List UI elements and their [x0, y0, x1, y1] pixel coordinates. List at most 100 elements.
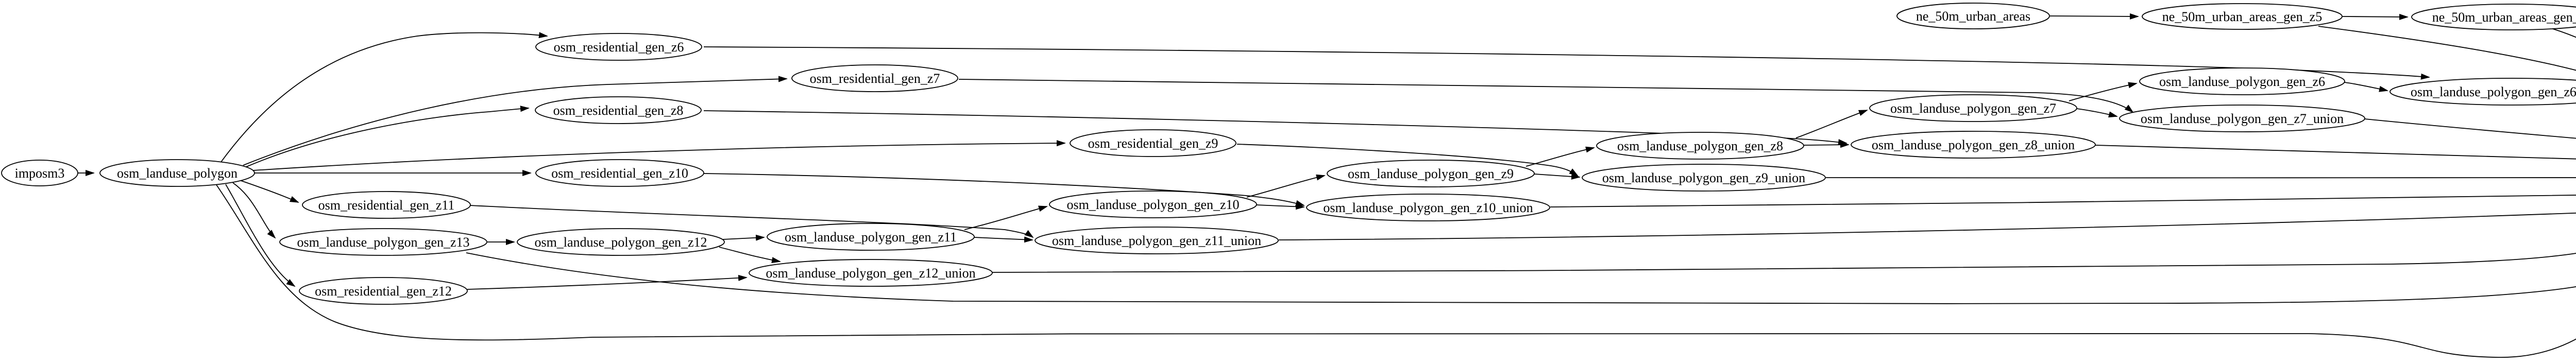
node-osm-landuse-polygon-gen-z7: osm_landuse_polygon_gen_z7	[1869, 94, 2077, 122]
node-label-osm-landuse-polygon-gen-z13: osm_landuse_polygon_gen_z13	[297, 235, 469, 250]
node-osm-landuse-polygon-gen-z10: osm_landuse_polygon_gen_z10	[1049, 190, 1257, 218]
node-ellipse-osm-residential-gen-z6	[535, 33, 702, 61]
edge-osm-residential-gen-z6-to-osm-landuse-polygon-gen-z6-union	[703, 46, 2430, 80]
edge-osm-landuse-polygon-gen-z9-to-osm-landuse-polygon-gen-z9-union	[1534, 173, 1581, 180]
node-label-imposm3: imposm3	[15, 166, 65, 181]
edge-osm-landuse-polygon-to-osm-residential-gen-z9	[253, 140, 1066, 171]
edge-osm-landuse-polygon-gen-z7-union-to-layer-landuse-z7	[2364, 118, 2576, 139]
edge-osm-landuse-polygon-gen-z10-to-osm-landuse-polygon-gen-z10-union	[1256, 203, 1305, 210]
node-osm-residential-gen-z6: osm_residential_gen_z6	[535, 33, 702, 61]
nodes-layer: imposm3 osm_landuse_polygon osm_residentia…	[1, 3, 2576, 305]
edge-osm-landuse-polygon-gen-z12-to-osm-landuse-polygon-gen-z12-union	[719, 247, 781, 264]
node-ellipse-osm-residential-gen-z9	[1070, 129, 1236, 157]
edge-osm-landuse-polygon-gen-z7-to-osm-landuse-polygon-gen-z7-union	[2076, 108, 2118, 118]
node-ellipse-osm-residential-gen-z10	[535, 159, 704, 187]
node-osm-landuse-polygon-gen-z12: osm_landuse_polygon_gen_z12	[517, 228, 725, 256]
node-label-osm-landuse-polygon-gen-z11-union: osm_landuse_polygon_gen_z11_union	[1052, 233, 1261, 248]
edges-layer	[78, 13, 2576, 358]
edge-osm-landuse-polygon-gen-z8-to-osm-landuse-polygon-gen-z7	[1795, 110, 1868, 138]
node-ellipse-osm-landuse-polygon-gen-z8-union	[1851, 131, 2096, 159]
node-ellipse-osm-landuse-polygon-gen-z8	[1596, 132, 1804, 160]
node-osm-landuse-polygon-gen-z11-union: osm_landuse_polygon_gen_z11_union	[1035, 227, 1279, 254]
node-ellipse-osm-landuse-polygon-gen-z6-union	[2389, 78, 2576, 106]
node-osm-residential-gen-z8: osm_residential_gen_z8	[535, 96, 702, 124]
edge-osm-landuse-polygon-to-osm-landuse-polygon-gen-z13	[232, 182, 276, 239]
node-ellipse-osm-landuse-polygon-gen-z13	[279, 228, 487, 256]
node-ellipse-osm-landuse-polygon-gen-z11-union	[1035, 227, 1279, 254]
node-label-osm-landuse-polygon-gen-z9: osm_landuse_polygon_gen_z9	[1348, 166, 1514, 181]
node-osm-residential-gen-z7: osm_residential_gen_z7	[791, 64, 958, 92]
node-osm-landuse-polygon-gen-z10-union: osm_landuse_polygon_gen_z10_union	[1306, 194, 1550, 221]
edge-osm-landuse-polygon-gen-z11-to-osm-landuse-polygon-gen-z10	[964, 205, 1048, 230]
edge-osm-landuse-polygon-to-osm-residential-gen-z12	[225, 184, 296, 287]
node-ellipse-osm-residential-gen-z12	[299, 277, 468, 305]
node-osm-landuse-polygon-gen-z7-union: osm_landuse_polygon_gen_z7_union	[2119, 105, 2365, 132]
edge-osm-landuse-polygon-gen-z10-union-to-layer-landuse-z10	[1550, 195, 2576, 207]
edge-osm-landuse-polygon-to-osm-residential-gen-z8	[246, 106, 530, 167]
node-ellipse-osm-landuse-polygon-gen-z7	[1869, 94, 2077, 122]
edge-osm-residential-gen-z8-to-osm-landuse-polygon-gen-z8-union	[703, 110, 1848, 146]
edge-ne-50m-urban-areas-gen-z5-to-ne-50m-urban-areas-gen-z4	[2342, 13, 2409, 20]
node-ellipse-ne-50m-urban-areas-gen-z5	[2142, 3, 2343, 30]
node-osm-landuse-polygon-gen-z6: osm_landuse_polygon_gen_z6	[2139, 67, 2345, 95]
edge-osm-landuse-polygon-gen-z11-to-osm-landuse-polygon-gen-z11-union	[974, 236, 1033, 243]
node-osm-landuse-polygon-gen-z12-union: osm_landuse_polygon_gen_z12_union	[749, 259, 993, 287]
node-osm-landuse-polygon-gen-z9: osm_landuse_polygon_gen_z9	[1327, 160, 1535, 187]
node-osm-residential-gen-z12: osm_residential_gen_z12	[299, 277, 468, 305]
edge-osm-landuse-polygon-gen-z7-to-osm-landuse-polygon-gen-z6	[2069, 82, 2138, 101]
node-label-osm-landuse-polygon-gen-z12-union: osm_landuse_polygon_gen_z12_union	[766, 266, 975, 281]
edge-osm-residential-gen-z10-to-osm-landuse-polygon-gen-z10-union	[703, 173, 1305, 206]
node-ellipse-osm-residential-gen-z7	[791, 64, 958, 92]
node-label-osm-landuse-polygon-gen-z6: osm_landuse_polygon_gen_z6	[2159, 74, 2325, 89]
node-osm-landuse-polygon-gen-z6-union: osm_landuse_polygon_gen_z6_union	[2389, 78, 2576, 106]
edge-osm-landuse-polygon-gen-z10-to-osm-landuse-polygon-gen-z9	[1246, 174, 1326, 198]
node-label-osm-residential-gen-z8: osm_residential_gen_z8	[553, 103, 684, 118]
node-osm-landuse-polygon: osm_landuse_polygon	[99, 159, 255, 187]
node-label-osm-residential-gen-z11: osm_residential_gen_z11	[318, 198, 455, 213]
node-label-osm-landuse-polygon-gen-z11: osm_landuse_polygon_gen_z11	[785, 230, 957, 245]
node-osm-landuse-polygon-gen-z13: osm_landuse_polygon_gen_z13	[279, 228, 487, 256]
node-label-osm-landuse-polygon-gen-z8: osm_landuse_polygon_gen_z8	[1617, 138, 1783, 153]
node-ne-50m-urban-areas-gen-z5: ne_50m_urban_areas_gen_z5	[2142, 3, 2343, 30]
node-ellipse-imposm3	[1, 160, 78, 186]
node-label-osm-residential-gen-z7: osm_residential_gen_z7	[810, 71, 940, 86]
node-label-osm-landuse-polygon-gen-z12: osm_landuse_polygon_gen_z12	[534, 235, 707, 250]
node-ellipse-osm-landuse-polygon-gen-z9	[1327, 160, 1535, 187]
node-osm-residential-gen-z11: osm_residential_gen_z11	[302, 191, 471, 219]
node-ellipse-osm-landuse-polygon-gen-z11	[767, 223, 975, 251]
node-ellipse-osm-landuse-polygon-gen-z9-union	[1582, 164, 1826, 192]
node-osm-landuse-polygon-gen-z8: osm_landuse_polygon_gen_z8	[1596, 132, 1804, 160]
edge-osm-landuse-polygon-to-osm-residential-gen-z7	[243, 76, 788, 166]
node-label-osm-landuse-polygon-gen-z8-union: osm_landuse_polygon_gen_z8_union	[1872, 137, 2075, 152]
node-label-ne-50m-urban-areas-gen-z4: ne_50m_urban_areas_gen_z4	[2432, 10, 2576, 25]
edge-osm-landuse-polygon-gen-z12-to-osm-landuse-polygon-gen-z11	[722, 234, 765, 241]
edge-osm-landuse-polygon-to-osm-residential-gen-z11	[239, 180, 299, 203]
edge-osm-landuse-polygon-gen-z11-union-to-layer-landuse-z11	[1278, 212, 2576, 240]
node-ellipse-osm-landuse-polygon	[99, 159, 255, 187]
node-ellipse-osm-landuse-polygon-gen-z10	[1049, 190, 1257, 218]
node-osm-landuse-polygon-gen-z8-union: osm_landuse_polygon_gen_z8_union	[1851, 131, 2096, 159]
node-label-osm-landuse-polygon-gen-z7-union: osm_landuse_polygon_gen_z7_union	[2141, 111, 2344, 126]
edge-osm-residential-gen-z11-to-osm-landuse-polygon-gen-z11-union	[470, 205, 1034, 238]
node-label-osm-residential-gen-z10: osm_residential_gen_z10	[551, 166, 688, 181]
node-imposm3: imposm3	[1, 160, 78, 186]
node-label-osm-landuse-polygon-gen-z10-union: osm_landuse_polygon_gen_z10_union	[1323, 200, 1533, 215]
node-label-ne-50m-urban-areas: ne_50m_urban_areas	[1916, 9, 2030, 24]
node-ne-50m-urban-areas-gen-z4: ne_50m_urban_areas_gen_z4	[2411, 4, 2576, 30]
node-label-osm-residential-gen-z6: osm_residential_gen_z6	[554, 40, 684, 55]
node-ne-50m-urban-areas: ne_50m_urban_areas	[1896, 3, 2050, 29]
node-osm-landuse-polygon-gen-z9-union: osm_landuse_polygon_gen_z9_union	[1582, 164, 1826, 192]
node-ellipse-osm-landuse-polygon-gen-z6	[2139, 67, 2345, 95]
node-ellipse-osm-landuse-polygon-gen-z10-union	[1306, 194, 1550, 221]
node-label-osm-residential-gen-z9: osm_residential_gen_z9	[1088, 136, 1218, 151]
node-ellipse-osm-landuse-polygon-gen-z7-union	[2119, 105, 2365, 132]
edge-osm-landuse-polygon-to-osm-residential-gen-z6	[220, 32, 548, 163]
node-ellipse-osm-landuse-polygon-gen-z12	[517, 228, 725, 256]
edge-osm-landuse-polygon-gen-z6-to-osm-landuse-polygon-gen-z6-union	[2344, 82, 2388, 92]
node-ellipse-ne-50m-urban-areas-gen-z4	[2411, 4, 2576, 30]
node-label-osm-residential-gen-z12: osm_residential_gen_z12	[315, 284, 452, 299]
node-label-osm-landuse-polygon-gen-z10: osm_landuse_polygon_gen_z10	[1066, 197, 1239, 212]
edge-ne-50m-urban-areas-gen-z5-to-layer-landuse-z5	[2318, 26, 2576, 71]
node-label-osm-landuse-polygon-gen-z9-union: osm_landuse_polygon_gen_z9_union	[1602, 170, 1805, 185]
